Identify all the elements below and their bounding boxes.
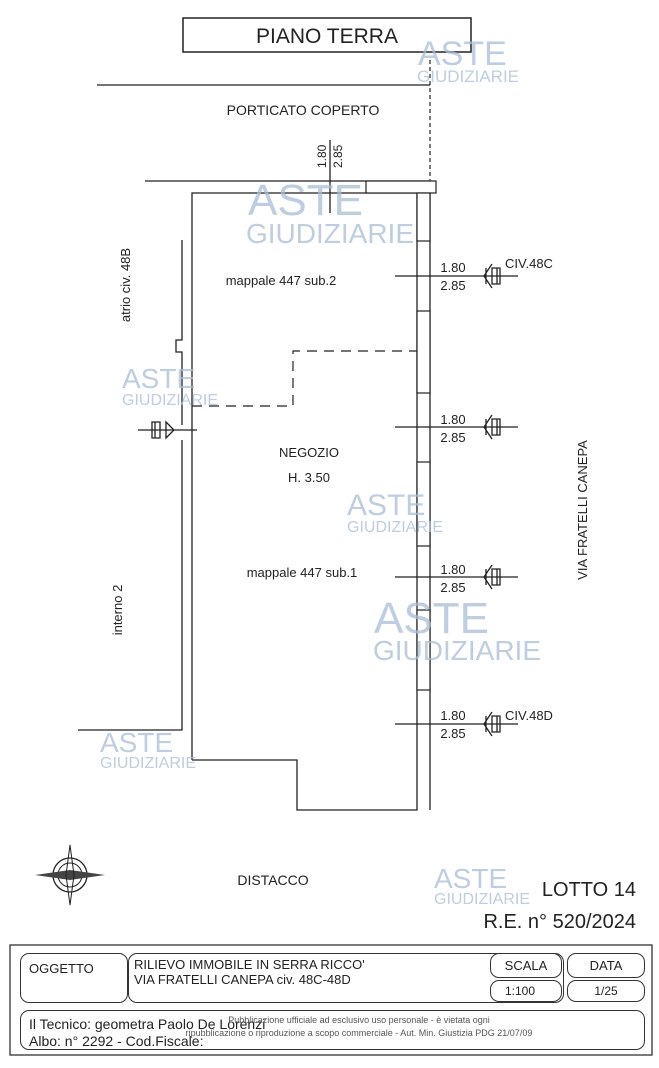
svg-text:GIUDIZIARIE: GIUDIZIARIE xyxy=(122,392,218,409)
svg-text:GIUDIZIARIE: GIUDIZIARIE xyxy=(417,67,519,86)
opening-middle: 1.80 2.85 xyxy=(395,412,518,445)
svg-text:ASTE: ASTE xyxy=(248,176,363,225)
opening-48c: 1.80 2.85 CIV.48C xyxy=(395,256,553,293)
svg-text:ASTE: ASTE xyxy=(100,727,173,758)
opening-48d: 1.80 2.85 CIV.48D xyxy=(395,708,553,741)
height-label: H. 3.50 xyxy=(288,470,330,485)
svg-text:GIUDIZIARIE: GIUDIZIARIE xyxy=(246,218,414,249)
svg-text:GIUDIZIARIE: GIUDIZIARIE xyxy=(100,755,196,772)
atrio-label: atrio civ. 48B xyxy=(118,248,133,322)
tecnico-name: Il Tecnico: geometra Paolo De Lorenzi xyxy=(29,1016,266,1032)
data-value: 1/25 xyxy=(567,980,645,1002)
opening-height: 2.85 xyxy=(440,430,465,445)
civ48d-label: CIV.48D xyxy=(505,708,553,723)
oggetto-value-box: RILIEVO IMMOBILE IN SERRA RICCO' VIA FRA… xyxy=(128,953,564,1003)
entrance-arrow-icon xyxy=(483,564,501,590)
opening-width: 1.80 xyxy=(440,562,465,577)
civ48c-label: CIV.48C xyxy=(505,256,553,271)
svg-text:GIUDIZIARIE: GIUDIZIARIE xyxy=(434,891,530,908)
oggetto-line2: VIA FRATELLI CANEPA civ. 48C-48D xyxy=(134,972,351,987)
tecnico-box: Il Tecnico: geometra Paolo De Lorenzi Al… xyxy=(20,1010,645,1050)
svg-text:ASTE: ASTE xyxy=(434,863,507,894)
re-label: R.E. n° 520/2024 xyxy=(483,911,636,933)
building-walls xyxy=(78,180,437,811)
legal-notice-line2: ripubblicazione o riproduzione a scopo c… xyxy=(185,1028,533,1038)
legal-notice: Pubblicazione ufficiale ad esclusivo uso… xyxy=(149,1014,569,1040)
distacco-label: DISTACCO xyxy=(237,872,308,888)
interno-label: interno 2 xyxy=(110,585,125,636)
entrance-arrow-icon xyxy=(151,420,175,440)
scala-value: 1:100 xyxy=(490,980,562,1002)
oggetto-line1: RILIEVO IMMOBILE IN SERRA RICCO' xyxy=(134,957,365,972)
negozio-label: NEGOZIO xyxy=(279,445,339,460)
right-wall-windows xyxy=(416,192,431,691)
svg-text:GIUDIZIARIE: GIUDIZIARIE xyxy=(347,519,443,536)
entrance-arrow-icon xyxy=(483,414,501,440)
legal-notice-line1: Pubblicazione ufficiale ad esclusivo uso… xyxy=(228,1015,490,1025)
entrance-arrow-icon xyxy=(483,263,501,289)
opening-lower: 1.80 2.85 xyxy=(395,562,518,595)
opening-width: 1.80 xyxy=(440,260,465,275)
sub1-label: mappale 447 sub.1 xyxy=(247,565,358,580)
top-opening-width: 1.80 xyxy=(315,144,329,168)
left-entrance xyxy=(138,420,197,440)
opening-height: 2.85 xyxy=(440,726,465,741)
oggetto-box: OGGETTO xyxy=(20,953,128,1003)
partition-dashed-line xyxy=(192,350,417,407)
albo-number: Albo: n° 2292 - Cod.Fiscale: xyxy=(29,1033,204,1049)
svg-text:ASTE: ASTE xyxy=(122,363,195,394)
title-block-frame xyxy=(9,944,653,1056)
porticato-label: PORTICATO COPERTO xyxy=(227,102,380,118)
svg-text:ASTE: ASTE xyxy=(418,35,507,73)
north-compass-icon xyxy=(35,844,105,906)
svg-text:GIUDIZIARIE: GIUDIZIARIE xyxy=(373,635,541,666)
oggetto-label: OGGETTO xyxy=(29,961,94,976)
title-box xyxy=(182,17,472,53)
opening-height: 2.85 xyxy=(440,580,465,595)
data-label: DATA xyxy=(567,953,645,978)
street-label: VIA FRATELLI CANEPA xyxy=(575,440,590,580)
opening-width: 1.80 xyxy=(440,412,465,427)
top-opening-height: 2.85 xyxy=(331,144,345,168)
opening-height: 2.85 xyxy=(440,278,465,293)
opening-width: 1.80 xyxy=(440,708,465,723)
entrance-arrow-icon xyxy=(483,711,501,737)
sub2-label: mappale 447 sub.2 xyxy=(226,273,337,288)
scala-label: SCALA xyxy=(490,953,562,978)
svg-text:ASTE: ASTE xyxy=(347,489,425,522)
plan-title: PIANO TERRA xyxy=(256,25,398,48)
lotto-label: LOTTO 14 xyxy=(542,879,636,901)
svg-text:ASTE: ASTE xyxy=(374,594,489,643)
